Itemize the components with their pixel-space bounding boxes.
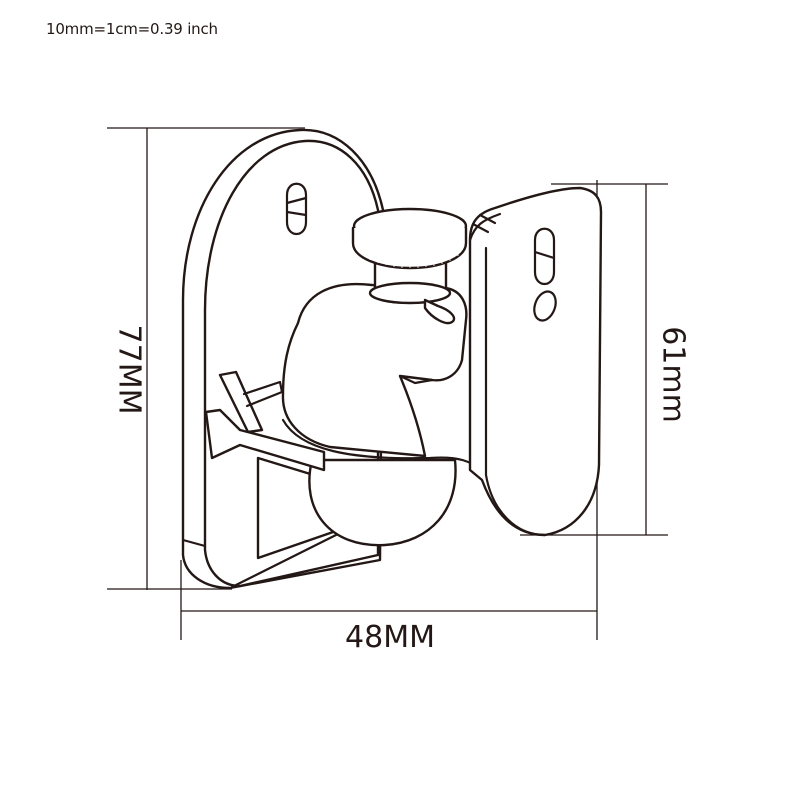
locking-knob [351,207,468,325]
dimension-lines-77mm [107,127,305,590]
ball-joint-lower [308,458,457,547]
tilt-lever [204,370,326,472]
scale-conversion-note: 10mm=1cm=0.39 inch [46,20,218,38]
dimension-label-48mm: 48MM [345,620,435,655]
dimension-label-61mm: 61mm [655,326,691,423]
speaker-plate [468,186,603,537]
dimension-label-77mm: 77MM [111,324,147,415]
ball-housing [281,282,482,472]
